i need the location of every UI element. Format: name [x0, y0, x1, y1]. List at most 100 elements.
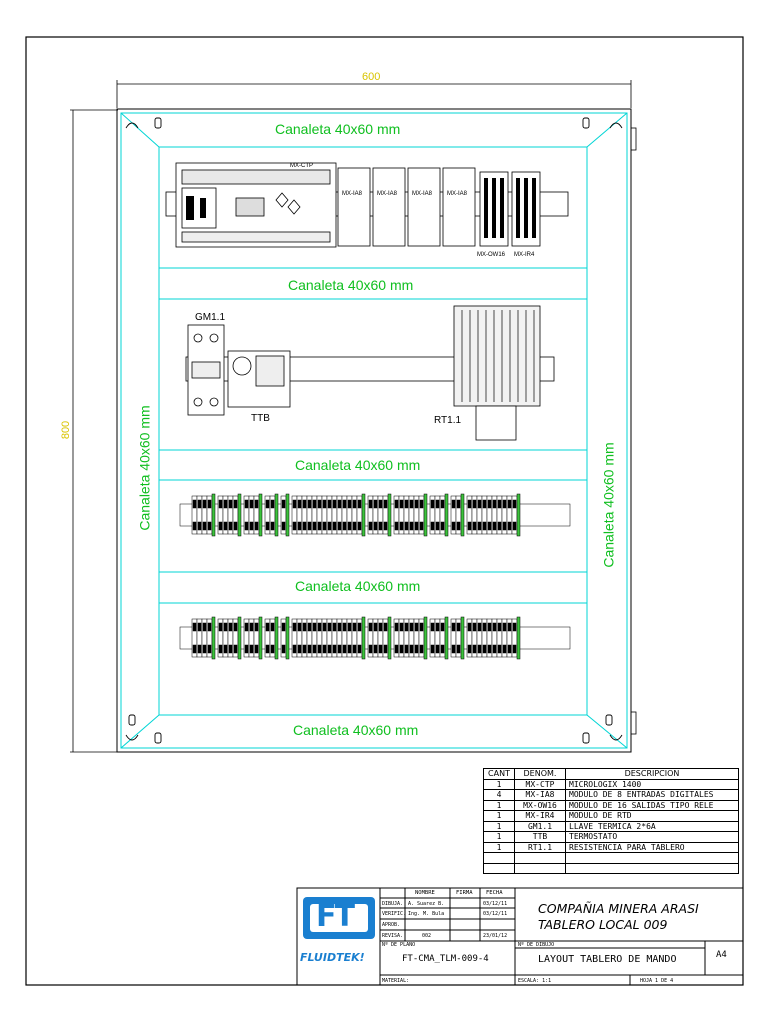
terminal-screw [477, 499, 482, 509]
height-dimension: 800 [60, 420, 73, 440]
terminal-screw [244, 521, 249, 531]
terminal-end-stop [460, 493, 465, 537]
terminal-screw [357, 521, 362, 531]
terminal-end-stop [516, 616, 521, 660]
terminal-screw [270, 521, 275, 531]
terminal-screw [292, 499, 297, 509]
terminal-screw [383, 644, 388, 654]
terminal-screw [430, 499, 435, 509]
ir-label: MX-IR4 [514, 252, 535, 258]
terminal-end-stop [361, 616, 366, 660]
terminal-screw [327, 499, 332, 509]
terminal-screw [404, 622, 409, 632]
terminal-screw [312, 521, 317, 531]
sheet-size: A4 [716, 950, 727, 960]
terminal-screw [456, 499, 461, 509]
terminal-screw [440, 644, 445, 654]
terminal-screw [467, 622, 472, 632]
breaker-label: GM1.1 [195, 312, 226, 323]
ow-label: MX-OW16 [477, 252, 506, 258]
cpu-label: MX-CTP [290, 163, 313, 169]
bom-cell-desc: MODULO DE 16 SALIDAS TIPO RELE [565, 799, 739, 811]
terminal-screw [270, 499, 275, 509]
terminal-screw [394, 499, 399, 509]
terminal-screw [357, 644, 362, 654]
terminal-screw [270, 622, 275, 632]
date-dibuja: 03/12/11 [483, 901, 508, 907]
terminal-screw [419, 622, 424, 632]
terminal-end-stop [444, 616, 449, 660]
terminal-screw [409, 521, 414, 531]
terminal-screw [281, 644, 286, 654]
terminal-screw [254, 644, 259, 654]
bom-cell-cant: 1 [483, 841, 515, 853]
terminal-screw [322, 644, 327, 654]
bom-cell-desc: MODULO DE RTD [565, 810, 739, 822]
terminal-end-stop [423, 493, 428, 537]
date-revisa: 23/01/12 [483, 933, 508, 939]
terminal-screw [368, 499, 373, 509]
terminal-screw [487, 499, 492, 509]
bom-cell-desc: MODULO DE 8 ENTRADAS DIGITALES [565, 789, 739, 801]
bom-cell-desc: TERMOSTATO [565, 831, 739, 843]
terminal-screw [228, 521, 233, 531]
terminal-screw [244, 622, 249, 632]
terminal-screw [207, 499, 212, 509]
terminal-screw [197, 521, 202, 531]
terminal-screw [394, 622, 399, 632]
terminal-screw [492, 622, 497, 632]
role-aprob: APROB. [382, 922, 401, 928]
terminal-screw [502, 644, 507, 654]
plc-detail [186, 178, 536, 238]
terminal-screw [482, 622, 487, 632]
terminal-screw [312, 644, 317, 654]
bom-header-row: CANT DENOM. DESCRIPCION [483, 768, 739, 780]
terminal-screw [404, 499, 409, 509]
bom-cell-desc: RESISTENCIA PARA TABLERO [565, 841, 739, 853]
terminal-screw [482, 499, 487, 509]
terminal-screw [192, 521, 197, 531]
terminal-screw [347, 644, 352, 654]
terminal-screw [507, 644, 512, 654]
terminal-screw [197, 499, 202, 509]
terminal-screw [202, 644, 207, 654]
terminal-screw [352, 622, 357, 632]
terminal-screw [317, 499, 322, 509]
terminal-screw [249, 521, 254, 531]
terminal-screw [378, 644, 383, 654]
terminal-end-stop [285, 616, 290, 660]
terminal-screw [192, 644, 197, 654]
bom-cell-denom: RT1.1 [514, 841, 566, 853]
terminal-screw [472, 499, 477, 509]
terminal-screw [347, 521, 352, 531]
terminal-end-stop [211, 493, 216, 537]
terminal-screw [414, 644, 419, 654]
terminal-screw [302, 622, 307, 632]
terminal-screw [352, 644, 357, 654]
terminal-screw [207, 644, 212, 654]
terminal-screw [254, 622, 259, 632]
terminal-screw [292, 622, 297, 632]
terminal-end-stop [387, 493, 392, 537]
terminal-end-stop [274, 616, 279, 660]
terminal-screw [342, 622, 347, 632]
terminal-screw [218, 622, 223, 632]
plc-rack [165, 162, 569, 248]
col-header-nombre: NOMBRE [415, 890, 435, 896]
module-label-1: MX-IA8 [342, 191, 363, 197]
terminal-screw [254, 521, 259, 531]
channel-label-row1: Canaleta 40x60 mm [288, 277, 414, 293]
terminal-screw [197, 622, 202, 632]
terminal-screw [357, 499, 362, 509]
terminal-screw [192, 622, 197, 632]
channel-label-row3: Canaleta 40x60 mm [295, 578, 421, 594]
terminal-screw [414, 622, 419, 632]
terminal-screw [512, 622, 517, 632]
terminal-screw [244, 499, 249, 509]
terminal-screw [265, 622, 270, 632]
terminal-screw [487, 622, 492, 632]
